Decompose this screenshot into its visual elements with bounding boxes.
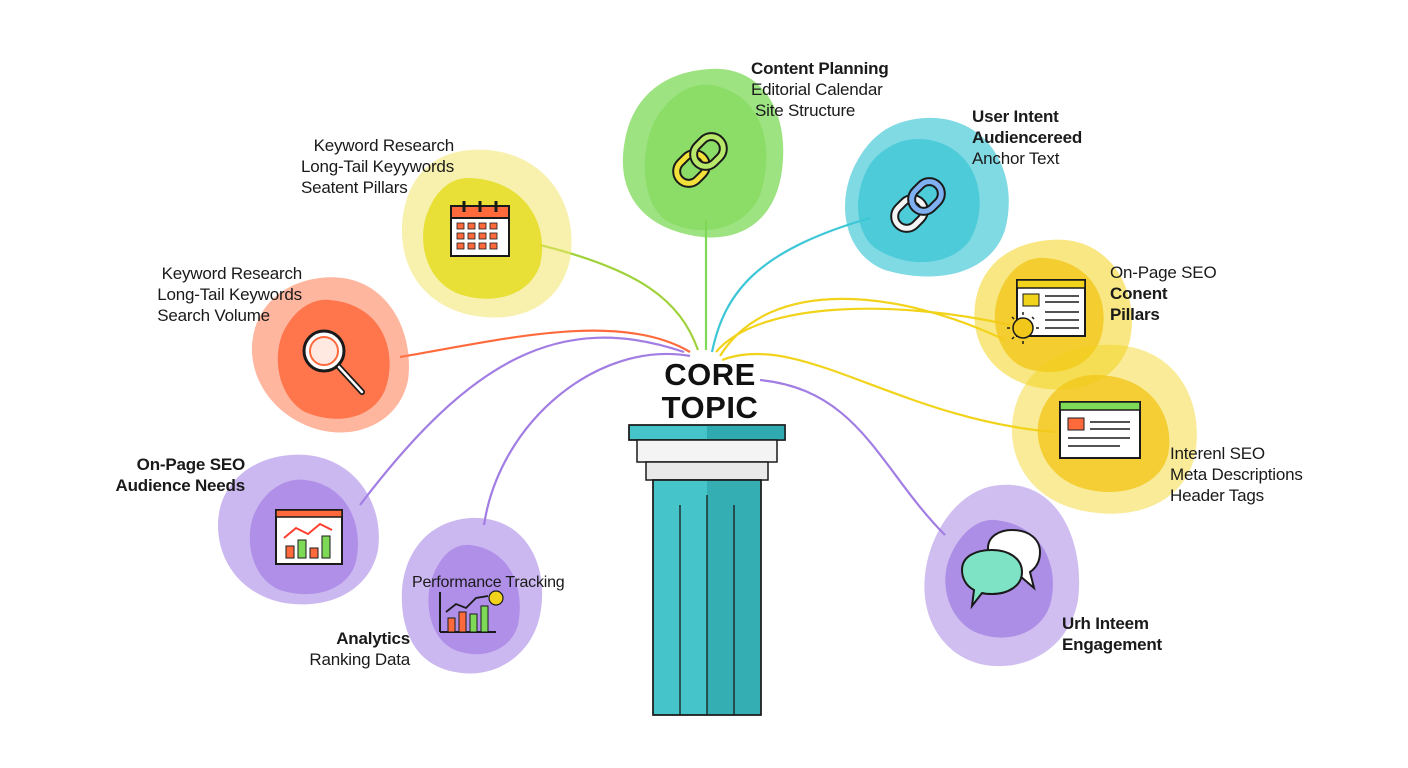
node-keyword-research-top: Keyword Research Long-Tail Keyywords Sea…: [301, 135, 454, 198]
node-line: Engagement: [1062, 635, 1163, 654]
node-title: On-Page SEO: [136, 455, 246, 474]
core-topic-line1: CORE: [664, 357, 756, 392]
node-user-intent: User Intent Audiencereed Anchor Text: [972, 106, 1082, 169]
connector-engagement: [759, 378, 946, 536]
node-line: Anchor Text: [972, 149, 1060, 168]
node-title: Urh Inteem: [1062, 614, 1149, 633]
link-icon: [890, 177, 946, 233]
node-engagement: Urh Inteem Engagement: [1062, 613, 1162, 655]
node-line: Site Structure: [755, 101, 856, 120]
chat-bubbles-icon: [960, 528, 1042, 610]
node-line: Header Tags: [1170, 486, 1264, 505]
node-title: Keyword Research: [313, 136, 455, 155]
blob-growth: [401, 517, 543, 674]
node-line: Conent: [1110, 284, 1168, 303]
core-topic-line2: TOPIC: [661, 390, 759, 425]
connector-internal: [721, 352, 1056, 434]
node-content-planning: Content Planning Editorial Calendar Site…: [751, 58, 889, 121]
node-line: Pillars: [1110, 305, 1160, 324]
node-line: Long-Tail Keyywords: [300, 157, 454, 176]
node-line: Audience Needs: [115, 476, 246, 495]
node-title: Performance Tracking: [412, 574, 565, 591]
connector-performance: [482, 352, 691, 526]
connector-on-page-left: [359, 336, 685, 506]
node-title: Keyword Research: [161, 264, 303, 283]
blob-user-intent: [845, 117, 1009, 277]
link-icon: [672, 132, 728, 188]
magnifier-icon: [302, 329, 365, 395]
node-line: Long-Tail Keywords: [157, 285, 302, 304]
browser-icon: [1059, 401, 1141, 459]
node-line: Ranking Data: [309, 650, 410, 669]
connector-keyword: [399, 329, 691, 359]
calendar-icon: [450, 201, 510, 257]
node-line: Search Volume: [157, 306, 270, 325]
node-title: Interenl SEO: [1170, 444, 1265, 463]
node-line: Editorial Calendar: [751, 80, 883, 99]
node-on-page-seo-left: On-Page SEO Audience Needs: [115, 454, 246, 496]
node-line: Audiencereed: [972, 128, 1083, 147]
node-line: Meta Descriptions: [1170, 465, 1303, 484]
node-performance: Analytics Ranking Data: [309, 628, 410, 670]
node-title: On-Page SEO: [1110, 263, 1217, 282]
connectors: [359, 216, 1056, 536]
node-performance-title: Performance Tracking: [412, 572, 565, 593]
webpage-icon: [1007, 279, 1086, 344]
node-keyword-research: Keyword Research Long-Tail Keywords Sear…: [157, 263, 302, 326]
chart-icon: [275, 509, 343, 565]
node-on-page-seo-right: On-Page SEO Conent Pillars: [1110, 262, 1217, 325]
node-line: Seatent Pillars: [300, 178, 408, 197]
node-line: Analytics: [336, 629, 410, 648]
connector-user-intent: [710, 216, 871, 353]
growth-chart-icon: [439, 590, 504, 633]
node-title: User Intent: [972, 107, 1059, 126]
node-internal-seo: Interenl SEO Meta Descriptions Header Ta…: [1170, 443, 1303, 506]
core-topic-label: CORE TOPIC: [640, 358, 780, 424]
connector-calendar: [539, 243, 700, 351]
connector-on-page-right-2: [719, 297, 1006, 357]
node-title: Content Planning: [751, 59, 889, 78]
connector-on-page-right: [715, 307, 1011, 353]
core-pillar: [628, 424, 786, 716]
